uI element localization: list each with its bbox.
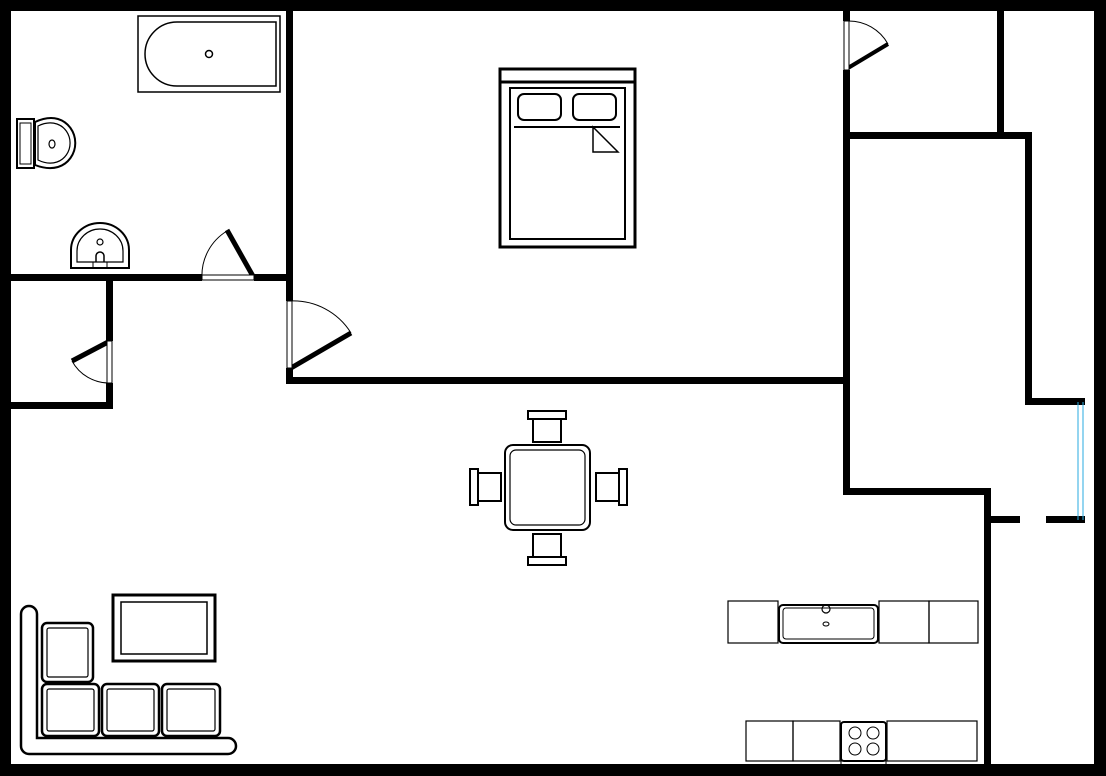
corridor-wall bbox=[1025, 132, 1032, 405]
tv-icon bbox=[111, 593, 217, 663]
outer-wall-right bbox=[1094, 0, 1106, 776]
bathtub-icon bbox=[137, 15, 281, 93]
sofa-icon bbox=[19, 604, 238, 756]
storage-bottom-wall bbox=[843, 132, 1032, 139]
bedroom-right-wall bbox=[843, 11, 850, 21]
stove-icon bbox=[840, 721, 887, 766]
bathroom-right-wall bbox=[286, 11, 293, 301]
kitchen-right-wall bbox=[984, 488, 991, 768]
corridor-wall bbox=[1025, 398, 1085, 405]
toilet-icon bbox=[16, 117, 77, 170]
window-icon bbox=[1077, 402, 1084, 520]
closet-right-wall bbox=[106, 281, 113, 341]
kitchen-sink-icon bbox=[778, 604, 879, 644]
chair-icon bbox=[527, 533, 567, 566]
door-icon[interactable] bbox=[286, 300, 353, 371]
door-icon[interactable] bbox=[843, 20, 890, 71]
entry-wall bbox=[984, 516, 1020, 523]
outer-wall-left bbox=[0, 0, 11, 776]
bedroom-right-wall bbox=[843, 70, 850, 494]
door-icon[interactable] bbox=[201, 228, 257, 281]
dining-table-icon bbox=[504, 444, 591, 531]
bed-icon bbox=[498, 67, 637, 249]
bathroom-bottom-wall bbox=[254, 274, 293, 281]
bathroom-bottom-wall bbox=[11, 274, 202, 281]
storage-wall bbox=[997, 11, 1004, 137]
door-icon[interactable] bbox=[70, 338, 113, 384]
bedroom-left-wall bbox=[286, 368, 293, 384]
washbasin-icon bbox=[70, 222, 130, 269]
outer-wall-bottom bbox=[0, 764, 1106, 776]
closet-bottom-wall bbox=[11, 402, 113, 409]
kitchen-top-wall bbox=[843, 488, 991, 495]
entry-wall bbox=[1046, 516, 1085, 523]
kitchen-counter bbox=[727, 600, 979, 762]
outer-wall-top bbox=[0, 0, 1106, 11]
chair-icon bbox=[527, 410, 567, 443]
chair-icon bbox=[469, 468, 502, 506]
closet-right-wall bbox=[106, 383, 113, 409]
chair-icon bbox=[595, 468, 628, 506]
bedroom-bottom-wall bbox=[286, 377, 849, 384]
